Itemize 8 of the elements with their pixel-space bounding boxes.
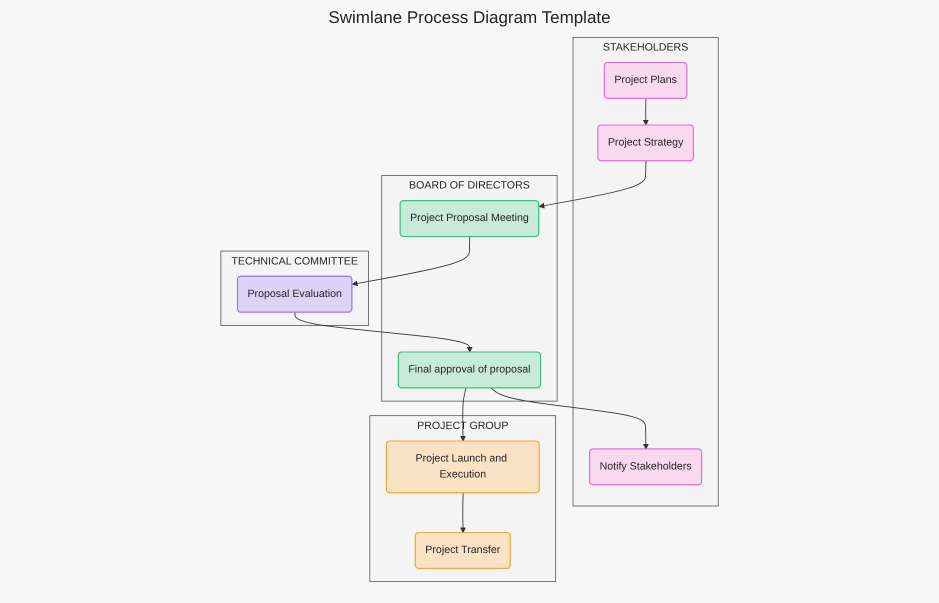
arrow — [490, 388, 649, 450]
arrow — [352, 236, 470, 286]
arrow — [538, 160, 646, 209]
arrow — [460, 492, 466, 534]
arrow — [460, 388, 466, 442]
arrow — [294, 312, 472, 353]
arrow — [642, 98, 649, 126]
diagram-title: Swimlane Process Diagram Template — [327, 8, 612, 28]
